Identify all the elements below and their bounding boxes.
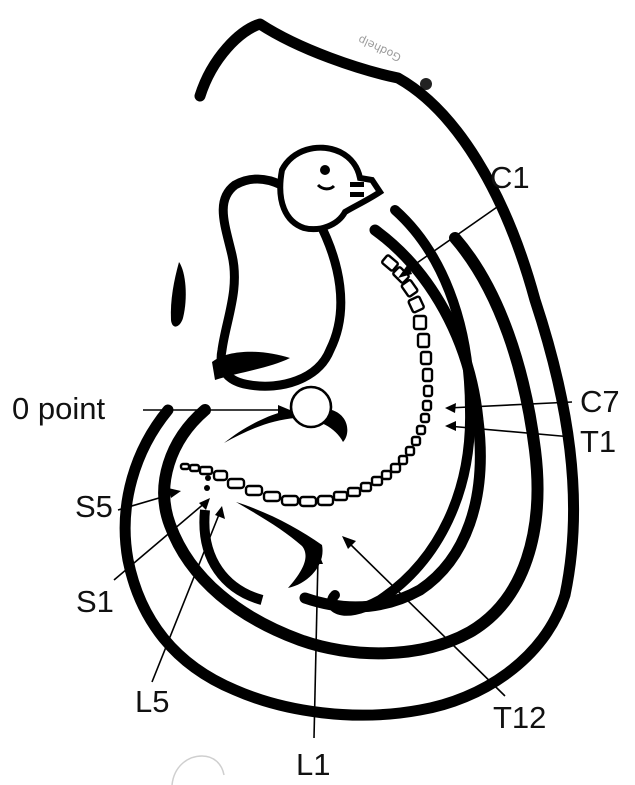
label-t12: T12: [493, 700, 546, 735]
faint-logo-icon: [172, 756, 224, 785]
left-blob-fill: [212, 352, 290, 380]
label-s5: S5: [75, 489, 113, 524]
label-s1: S1: [76, 584, 114, 619]
skull: [280, 148, 380, 229]
sacral-dot-lower: [204, 485, 210, 491]
lower-rib: [236, 502, 323, 588]
zero-point-circle: [291, 387, 331, 427]
sacral-dot-upper: [205, 475, 211, 481]
label-zero-point: 0 point: [12, 391, 105, 426]
left-sliver: [171, 262, 186, 327]
label-t1: T1: [580, 424, 616, 459]
watermark-text: Godhelp: [356, 33, 403, 64]
label-c7: C7: [580, 384, 620, 419]
label-l5: L5: [135, 684, 169, 719]
label-c1: C1: [490, 160, 530, 195]
label-l1: L1: [296, 747, 330, 782]
